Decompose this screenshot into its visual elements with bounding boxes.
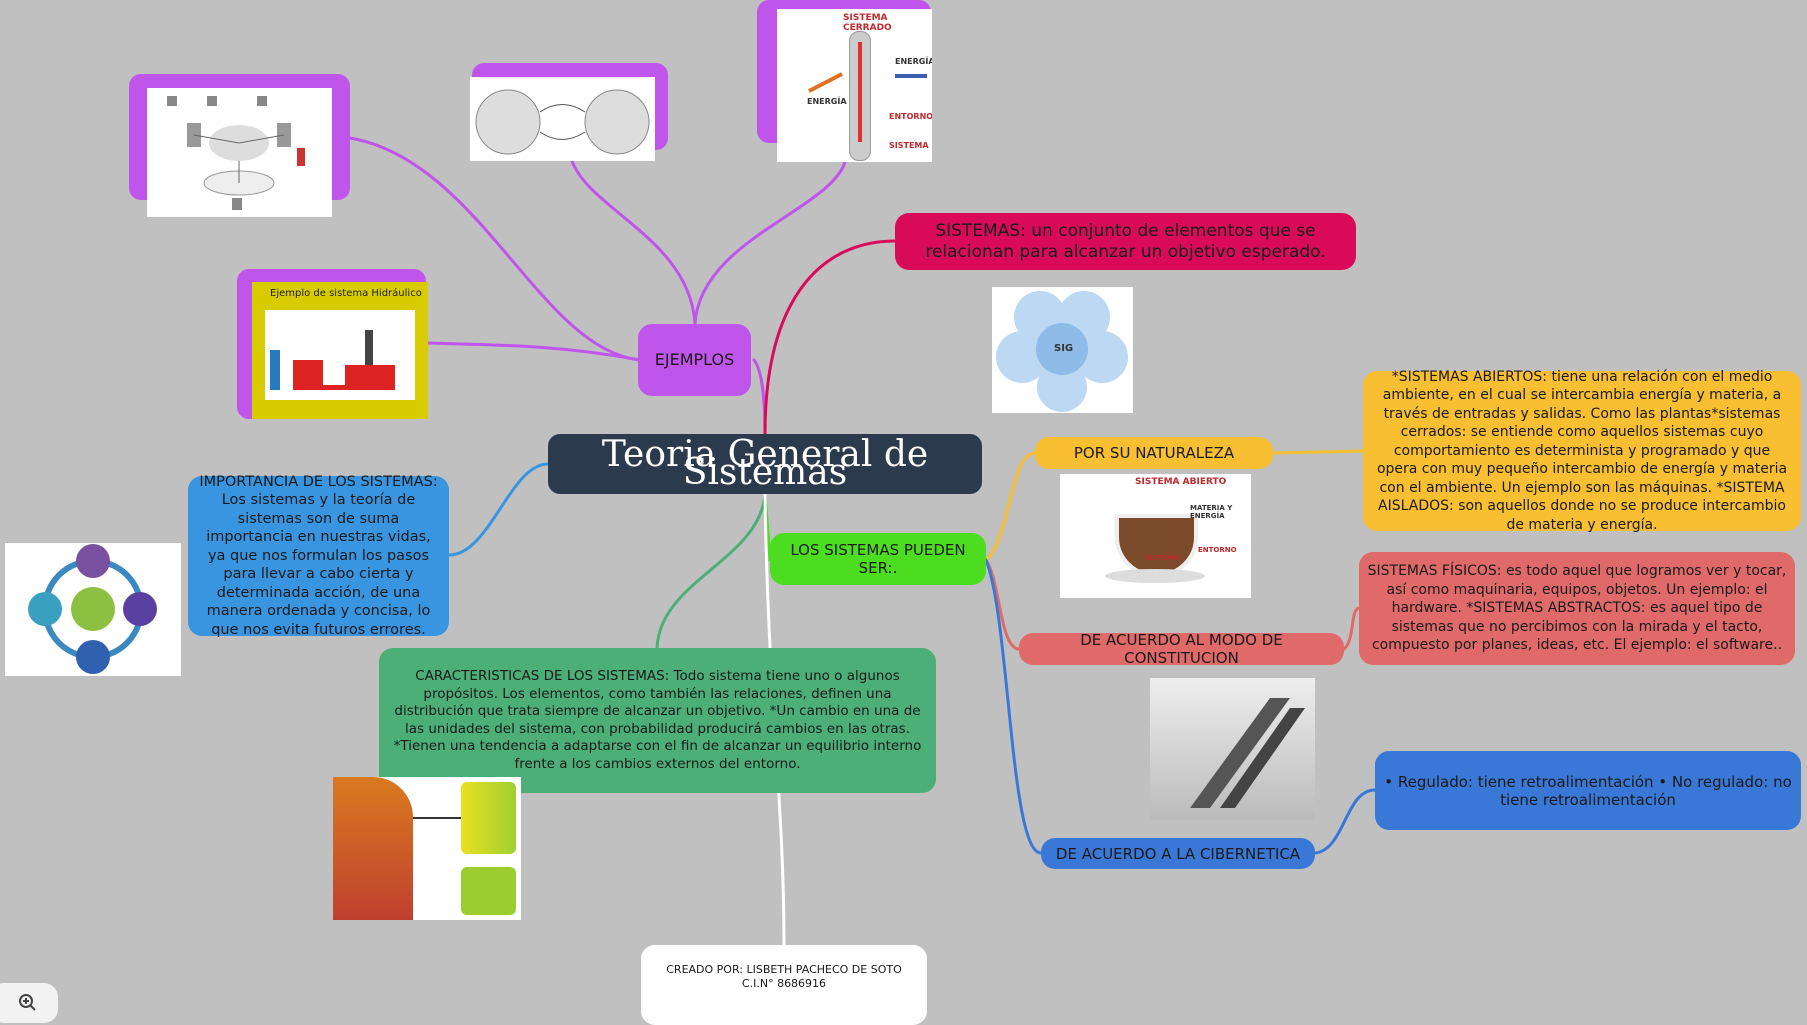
link-pueden-naturaleza [984, 451, 1037, 562]
sistemas-definition-node[interactable]: SISTEMAS: un conjunto de elementos que s… [895, 213, 1356, 270]
link-ejemplos-network [348, 136, 642, 362]
author-name: CREADO POR: LISBETH PACHECO DE SOTO [666, 963, 902, 976]
pueden-ser-node[interactable]: LOS SISTEMAS PUEDEN SER:. [770, 533, 986, 585]
matter-energy-label: MATERIA Y ENERGÍA [1190, 504, 1233, 520]
link-pueden-cibernetica [984, 558, 1043, 855]
por-su-naturaleza-node[interactable]: POR SU NATURALEZA [1035, 437, 1273, 469]
energy-label-left: ENERGÍA [807, 97, 847, 106]
caracteristicas-node[interactable]: CARACTERISTICAS DE LOS SISTEMAS: Todo si… [379, 648, 936, 793]
author-id: C.I.N° 8686916 [741, 977, 827, 990]
escalator-image[interactable] [1150, 678, 1315, 820]
closed-system-image[interactable]: SISTEMA CERRADO ENERGÍA ENERGÍA ENTORNO … [777, 9, 932, 162]
link-naturaleza-detail [1271, 449, 1365, 455]
importance-cycle-image[interactable] [5, 543, 181, 676]
environment-diagram-image[interactable] [470, 77, 655, 161]
link-ejemplos-ellipse [570, 159, 697, 326]
open-system-label: SISTEMA [1145, 554, 1180, 562]
zoom-control[interactable] [0, 983, 58, 1023]
input-output-image[interactable] [333, 777, 521, 920]
link-constitucion-detail [1342, 606, 1361, 651]
energy-label-right: ENERGÍA [895, 57, 932, 66]
link-ejemplos-hidraulico [424, 341, 642, 362]
zoom-in-icon[interactable] [18, 993, 36, 1011]
ejemplos-node[interactable]: EJEMPLOS [638, 324, 751, 396]
link-center-sistemas [763, 239, 897, 436]
link-center-ejemplos [752, 358, 767, 436]
sig-label: SIG [1054, 343, 1074, 354]
link-center-importancia [447, 462, 550, 557]
closed-system-title: SISTEMA CERRADO [843, 13, 892, 33]
link-ejemplos-thermo [693, 160, 847, 326]
modo-constitucion-node[interactable]: DE ACUERDO AL MODO DE CONSTITUCION [1019, 631, 1344, 667]
importancia-node[interactable]: IMPORTANCIA DE LOS SISTEMAS: Los sistema… [188, 474, 449, 638]
network-system-image[interactable] [147, 88, 332, 217]
sig-diagram-image[interactable]: SIG [992, 287, 1133, 413]
thermometer-icon [849, 31, 871, 161]
hydraulic-image-title: Ejemplo de sistema Hidráulico [270, 288, 422, 299]
environment-label: ENTORNO [889, 112, 932, 121]
cibernetica-node[interactable]: DE ACUERDO A LA CIBERNETICA [1041, 838, 1315, 869]
open-environment-label: ENTORNO [1198, 546, 1237, 554]
central-topic[interactable]: Teoria General de Sistemas [548, 434, 982, 494]
naturaleza-detail-node[interactable]: *SISTEMAS ABIERTOS: tiene una relación c… [1363, 369, 1801, 533]
constitucion-detail-node[interactable]: SISTEMAS FÍSICOS: es todo aquel que logr… [1359, 552, 1795, 665]
system-label: SISTEMA [889, 141, 929, 150]
cibernetica-detail-node[interactable]: • Regulado: tiene retroalimentación • No… [1375, 751, 1801, 830]
link-center-caracteristicas [655, 492, 767, 650]
open-system-title: SISTEMA ABIERTO [1135, 477, 1227, 487]
author-node[interactable]: CREADO POR: LISBETH PACHECO DE SOTO C.I.… [641, 945, 927, 1025]
open-system-image[interactable]: SISTEMA ABIERTO MATERIA Y ENERGÍA ENTORN… [1060, 474, 1251, 598]
link-cibernetica-detail [1313, 788, 1377, 855]
hydraulic-system-image[interactable]: Ejemplo de sistema Hidráulico [252, 282, 428, 419]
